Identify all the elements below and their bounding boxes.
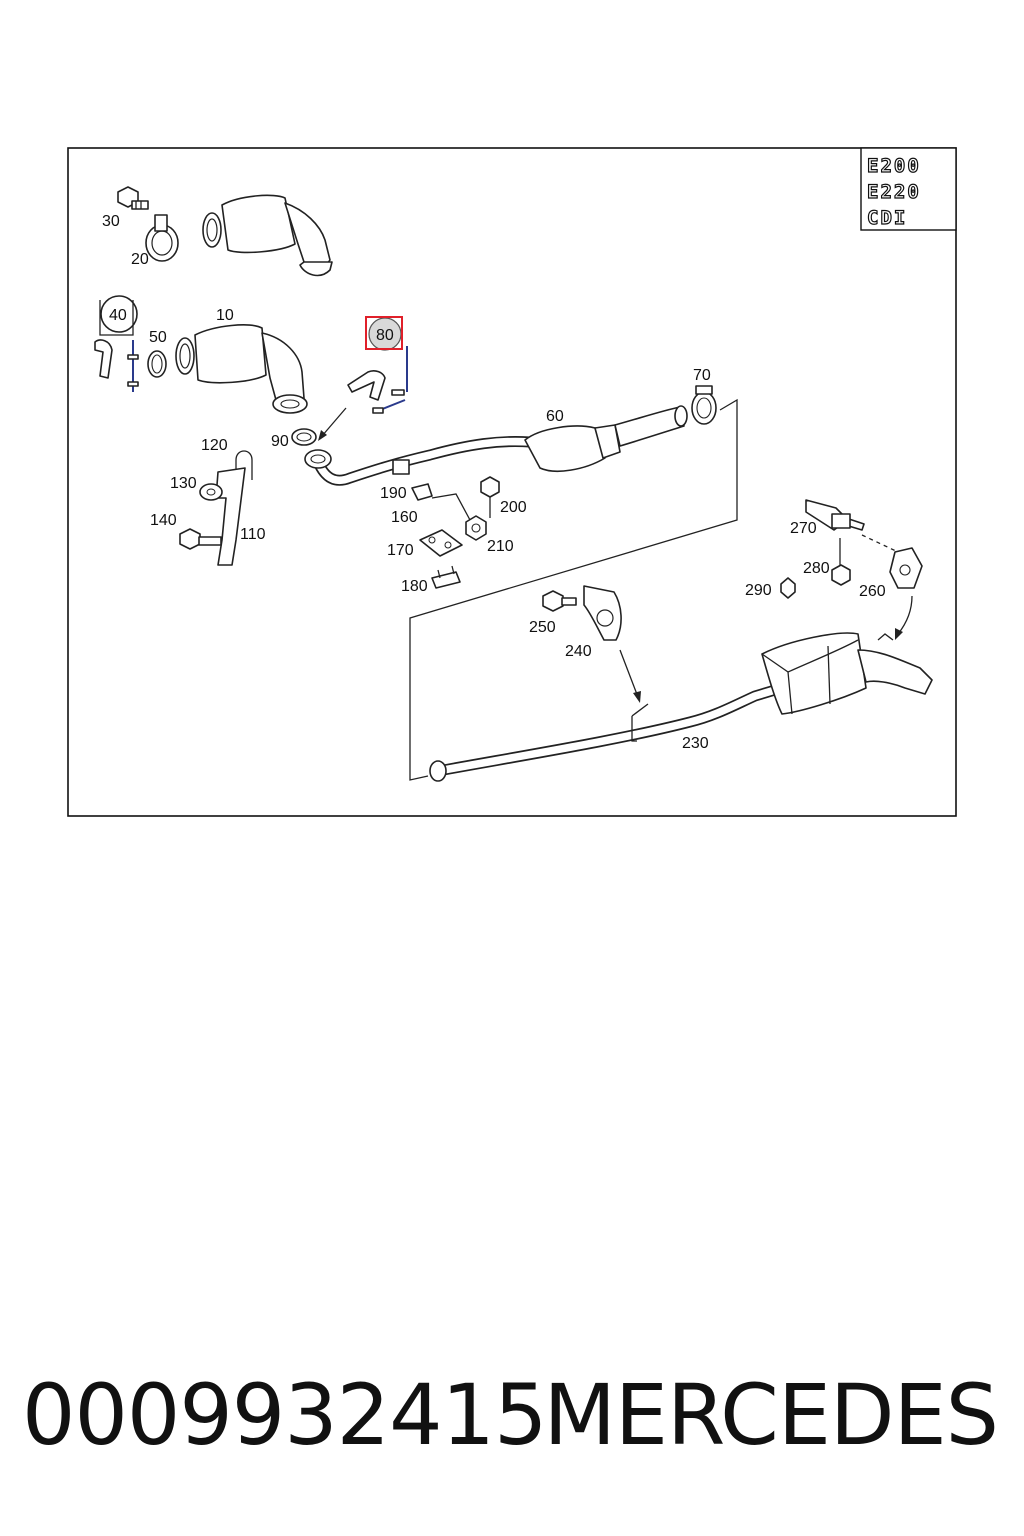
label-180: 180 — [401, 578, 428, 595]
footer: 0009932415 MERCEDES — [0, 1365, 1024, 1465]
label-200: 200 — [500, 499, 527, 516]
label-80: 80 — [376, 327, 394, 344]
part-200-bolt — [480, 476, 500, 518]
part-230-rear-silencer — [429, 632, 933, 782]
part-10-catalytic-converter — [175, 324, 308, 414]
brand-name: MERCEDES — [543, 1366, 999, 1464]
model-line-1: E200 — [867, 155, 921, 177]
part-260-rubber-mount — [889, 547, 923, 589]
connector-arrow-240 — [619, 649, 641, 703]
part-120-u-bolt — [235, 450, 253, 480]
connector-dashed-270-260 — [861, 534, 899, 553]
label-190: 190 — [380, 485, 407, 502]
label-160: 160 — [391, 509, 418, 526]
model-box: E200 E220 CDI — [860, 147, 957, 231]
model-line-3: CDI — [867, 207, 907, 229]
part-250-bolt — [542, 590, 577, 612]
label-140: 140 — [150, 512, 177, 529]
part-270-hanger — [805, 499, 865, 531]
label-270: 270 — [790, 520, 817, 537]
part-70-clamp — [691, 385, 717, 425]
part-240-hanger — [583, 585, 622, 641]
part-80-bracket — [347, 346, 408, 414]
label-50: 50 — [149, 329, 167, 346]
label-130: 130 — [170, 475, 197, 492]
label-260: 260 — [859, 583, 886, 600]
label-120: 120 — [201, 437, 228, 454]
part-280-bolt — [831, 538, 851, 586]
part-190-hanger — [392, 459, 410, 475]
label-10: 10 — [216, 307, 234, 324]
label-90: 90 — [271, 433, 289, 450]
part-130-nut — [199, 483, 223, 501]
part-180-bracket — [431, 565, 461, 589]
part-160-bracket — [411, 483, 471, 521]
assembly-bracket-line — [409, 398, 738, 781]
part-290-nut — [780, 577, 796, 599]
part-110-bracket — [215, 467, 246, 566]
connector-arrow-260 — [895, 595, 913, 640]
catalytic-converter-upper — [202, 194, 333, 277]
label-110: 110 — [240, 526, 266, 543]
label-40: 40 — [109, 307, 127, 324]
label-280: 280 — [803, 560, 830, 577]
part-number: 0009932415 — [22, 1366, 547, 1464]
label-30: 30 — [102, 213, 120, 230]
label-60: 60 — [546, 408, 564, 425]
label-240: 240 — [565, 643, 592, 660]
connector-arrow-90 — [318, 407, 347, 441]
callout-80-highlight — [365, 316, 403, 351]
label-70: 70 — [693, 367, 711, 384]
part-40-bracket — [94, 295, 139, 392]
part-140-bolt — [179, 528, 222, 550]
model-line-2: E220 — [867, 181, 921, 203]
label-210: 210 — [487, 538, 514, 555]
part-20-clamp — [145, 214, 179, 262]
label-20: 20 — [131, 251, 149, 268]
part-60-front-pipe — [304, 405, 688, 486]
exhaust-system-diagram: E200 E220 CDI — [67, 147, 957, 817]
diagram-frame — [67, 147, 957, 817]
label-170: 170 — [387, 542, 414, 559]
part-170-hanger — [419, 529, 463, 557]
label-290: 290 — [745, 582, 772, 599]
part-30-bolt — [117, 186, 149, 210]
label-230: 230 — [682, 735, 709, 752]
label-250: 250 — [529, 619, 556, 636]
part-210-nut — [465, 515, 487, 541]
